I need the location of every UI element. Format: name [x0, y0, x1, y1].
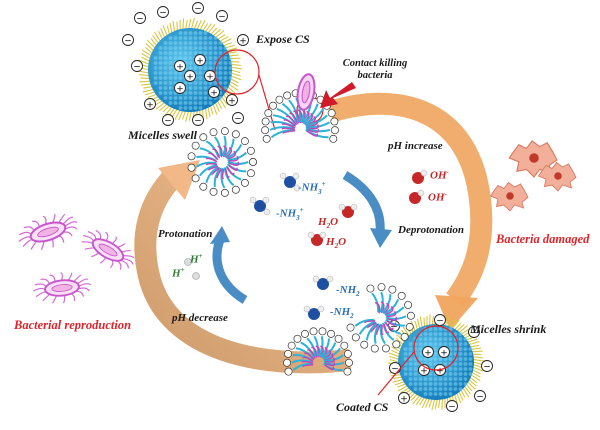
svg-text:−: − — [390, 322, 398, 332]
chem-h-plus-2: H+ — [172, 266, 185, 280]
arrow-deprotonation-blue — [342, 171, 392, 248]
svg-text:−: − — [133, 62, 141, 72]
svg-text:−: − — [391, 364, 399, 374]
arrow-ph-increase-arc — [326, 92, 493, 330]
molecule-h-plus — [184, 258, 200, 280]
svg-text:+: + — [146, 100, 154, 110]
svg-text:−: − — [194, 116, 202, 126]
svg-text:−: − — [124, 36, 132, 46]
label-protonation: Protonation — [158, 228, 213, 240]
svg-text:−: − — [194, 4, 202, 14]
svg-text:+: + — [440, 348, 448, 358]
svg-text:+: + — [176, 84, 184, 94]
svg-text:−: − — [218, 12, 226, 22]
svg-text:+: + — [424, 348, 432, 358]
label-ph-increase: pH increase — [388, 140, 443, 152]
svg-text:+: + — [196, 56, 204, 66]
svg-text:−: − — [436, 316, 444, 326]
svg-text:−: − — [483, 362, 491, 372]
svg-text:+: + — [239, 36, 247, 46]
svg-text:−: − — [470, 328, 478, 338]
chem-nh3-plus-1: -NH3+ — [298, 180, 326, 196]
label-micelles-swell: Micelles swell — [128, 128, 197, 142]
label-bacterial-reproduction: Bacterial reproduction — [14, 318, 132, 332]
label-contact-killing: Contact killing bacteria — [342, 58, 408, 81]
svg-text:+: + — [400, 394, 408, 404]
svg-text:+: + — [420, 366, 428, 376]
bacterium-contact — [296, 73, 316, 111]
svg-text:+: + — [176, 62, 184, 72]
label-bacteria-damaged: Bacteria damaged — [496, 232, 590, 246]
swollen-micelle: −−−−++−−+−−−++++++ — [122, 2, 249, 126]
svg-text:+: + — [210, 88, 218, 98]
chem-oh-1: OH- — [430, 168, 449, 182]
label-expose-cs: Expose CS — [256, 32, 310, 46]
chem-nh2-2: -NH2 — [330, 306, 354, 321]
molecule-nh3-plus — [249, 172, 301, 216]
label-ph-decrease: pH decrease — [172, 312, 228, 324]
svg-text:−: − — [136, 14, 144, 24]
molecule-h2o — [307, 203, 358, 246]
chain-cluster-bottom — [283, 327, 353, 376]
chem-nh3-plus-2: -NH3+ — [276, 206, 304, 222]
contact-arrow-icon — [320, 82, 356, 108]
chem-h2o-2: H2O — [326, 236, 347, 251]
chem-h-plus-1: H+ — [190, 252, 203, 266]
chem-oh-2: OH- — [428, 190, 447, 204]
bacteria-reproduction-group — [18, 213, 135, 304]
label-deprotonation: Deprotonation — [398, 224, 465, 236]
svg-text:+: + — [206, 72, 214, 82]
svg-text:−: − — [159, 8, 167, 18]
svg-text:+: + — [436, 366, 444, 376]
svg-text:+: + — [186, 72, 194, 82]
molecule-oh — [409, 169, 428, 204]
chem-nh2-1: -NH2 — [336, 284, 360, 299]
svg-text:−: − — [448, 402, 456, 412]
arrow-protonation-blue — [210, 226, 248, 304]
svg-text:−: − — [164, 116, 172, 126]
damaged-bacteria-group — [489, 140, 577, 212]
svg-text:−: − — [476, 392, 484, 402]
chem-h2o-1: H2O — [318, 216, 339, 231]
label-micelles-shrink: Micelles shrink — [470, 322, 547, 336]
molecule-nh2 — [303, 275, 334, 320]
svg-text:−: − — [234, 114, 242, 124]
svg-text:+: + — [228, 96, 236, 106]
chain-cluster-left — [187, 127, 257, 197]
chain-cluster-right — [346, 283, 415, 353]
label-coated-cs: Coated CS — [336, 400, 389, 414]
